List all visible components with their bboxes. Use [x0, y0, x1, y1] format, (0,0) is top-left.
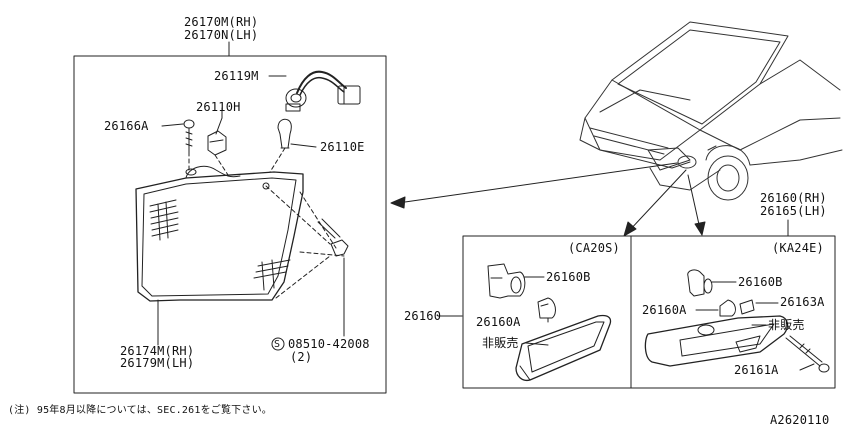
- side-part-rh: 26160(RH): [760, 191, 827, 205]
- side-part-lh: 26165(LH): [760, 204, 827, 218]
- side-marker-frame: [462, 235, 836, 389]
- main-part-lh: 26170N(LH): [184, 28, 259, 42]
- label-bolt: 08510-42008: [288, 337, 370, 351]
- label-side-ref: 26160: [404, 309, 442, 323]
- variant-ka24e-engine: (KA24E): [772, 241, 824, 255]
- ka24e-label-note: 非販売: [768, 318, 805, 332]
- ka24e-label-socket: 26160B: [738, 275, 783, 289]
- ca20s-label-note: 非販売: [482, 336, 519, 350]
- label-socket-harness: 26119M: [214, 69, 259, 83]
- label-bulb-socket: 26110H: [196, 100, 241, 114]
- variant-ca20s-engine: (CA20S): [568, 241, 620, 255]
- ca20s-label-bulb: 26160A: [476, 315, 521, 329]
- ka24e-label-screw: 26161A: [734, 363, 779, 377]
- bolt-symbol-circle: [271, 337, 285, 351]
- main-lamp-assembly: [135, 70, 361, 302]
- diagram-id: A2620110: [770, 413, 830, 425]
- main-leaders: [157, 75, 345, 346]
- main-part-rh: 26170M(RH): [184, 15, 259, 29]
- label-bolt-qty: (2): [290, 350, 313, 364]
- variant-ca20s-parts: [437, 263, 612, 382]
- car-illustration: [579, 21, 843, 201]
- variant-ka24e-parts: [644, 269, 830, 373]
- bolt-symbol: S: [274, 339, 281, 350]
- label-screw: 26166A: [104, 119, 149, 133]
- main-assembly-frame: [73, 55, 387, 394]
- label-bulb: 26110E: [320, 140, 365, 154]
- label-lens-rh: 26174M(RH): [120, 344, 195, 358]
- label-lens-lh: 26179M(LH): [120, 356, 195, 370]
- callout-arrows: [390, 162, 706, 237]
- footnote: (注) 95年8月以降については、SEC.261をご覧下さい。: [8, 405, 272, 416]
- ka24e-label-clip: 26163A: [780, 295, 825, 309]
- ca20s-label-socket: 26160B: [546, 270, 591, 284]
- ka24e-label-bulb: 26160A: [642, 303, 687, 317]
